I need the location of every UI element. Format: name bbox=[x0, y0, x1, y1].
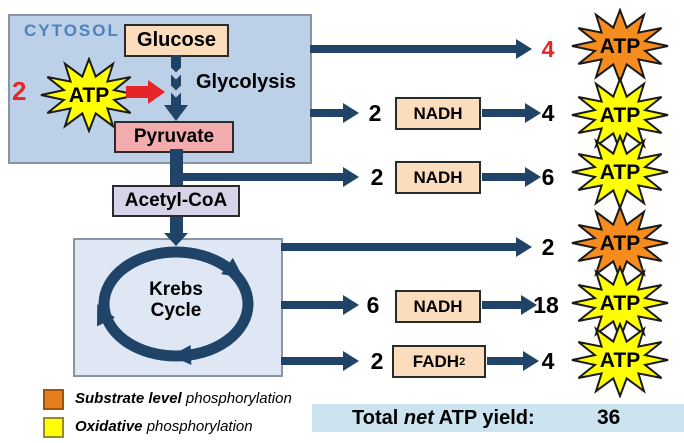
krebs-cycle-label: Krebs Cycle bbox=[149, 279, 203, 321]
row2-arrow-a bbox=[310, 103, 359, 123]
atp-invest-arrow-icon bbox=[126, 80, 166, 104]
row6-atp-starburst: ATP bbox=[571, 322, 669, 398]
total-atp-yield-value: 36 bbox=[597, 406, 621, 429]
row6-arrow-b bbox=[487, 351, 539, 371]
oxidative-legend: Oxidative phosphorylation bbox=[75, 418, 253, 435]
atp-input-count: 2 bbox=[12, 76, 27, 106]
row5-carrier-count: 6 bbox=[366, 292, 380, 318]
row6-atp-count: 4 bbox=[541, 348, 555, 374]
row6-arrow-a bbox=[281, 351, 359, 371]
cytosol-label: CYTOSOL bbox=[24, 21, 120, 40]
svg-text:ATP: ATP bbox=[600, 349, 640, 372]
acetyl-to-krebs-arrowhead bbox=[164, 233, 188, 246]
svg-text:ATP: ATP bbox=[69, 84, 109, 107]
row4-atp-count: 2 bbox=[541, 234, 555, 260]
svg-text:ATP: ATP bbox=[600, 104, 640, 127]
total-atp-yield-bar: Total net ATP yield: 36 bbox=[312, 404, 684, 432]
acetyl-coa-box: Acetyl-CoA bbox=[112, 185, 240, 217]
oxidative-swatch bbox=[43, 417, 64, 438]
row5-nadh-box: NADH bbox=[395, 290, 481, 323]
row3-carrier-count: 2 bbox=[370, 164, 384, 190]
row1-atp-starburst: ATP bbox=[571, 8, 669, 84]
row2-atp-count: 4 bbox=[541, 100, 555, 126]
acetyl-to-krebs-connector bbox=[170, 213, 183, 234]
row2-carrier-count: 2 bbox=[368, 100, 382, 126]
row5-arrow-a bbox=[281, 295, 359, 315]
glycolysis-label: Glycolysis bbox=[196, 71, 297, 93]
row6-carrier-count: 2 bbox=[370, 348, 384, 374]
svg-text:ATP: ATP bbox=[600, 232, 640, 255]
row5-arrow-b bbox=[482, 295, 537, 315]
krebs-cycle-arrows-icon bbox=[97, 246, 254, 365]
total-atp-yield-label: Total net ATP yield: bbox=[352, 407, 535, 429]
row5-atp-starburst: ATP bbox=[571, 265, 669, 341]
svg-text:ATP: ATP bbox=[600, 292, 640, 315]
svg-text:ATP: ATP bbox=[600, 161, 640, 184]
row3-nadh-box: NADH bbox=[395, 161, 481, 194]
atp-input-starburst: ATP bbox=[40, 57, 138, 133]
glucose-box: Glucose bbox=[124, 24, 229, 57]
row3-atp-starburst: ATP bbox=[571, 134, 669, 210]
row3-atp-count: 6 bbox=[541, 164, 555, 190]
row3-arrow-b bbox=[482, 167, 541, 187]
row4-arrow bbox=[281, 237, 532, 257]
row3-arrow-a bbox=[176, 167, 359, 187]
row2-nadh-box: NADH bbox=[395, 97, 481, 130]
glycolysis-down-arrow-icon bbox=[164, 55, 188, 121]
substrate-level-swatch bbox=[43, 389, 64, 410]
row1-arrow bbox=[310, 39, 532, 59]
row2-arrow-b bbox=[482, 103, 541, 123]
svg-text:ATP: ATP bbox=[600, 35, 640, 58]
row1-atp-count: 4 bbox=[541, 36, 555, 62]
row2-atp-starburst: ATP bbox=[571, 77, 669, 153]
row5-atp-count: 18 bbox=[533, 292, 559, 318]
substrate-level-legend: Substrate level phosphorylation bbox=[75, 390, 292, 407]
